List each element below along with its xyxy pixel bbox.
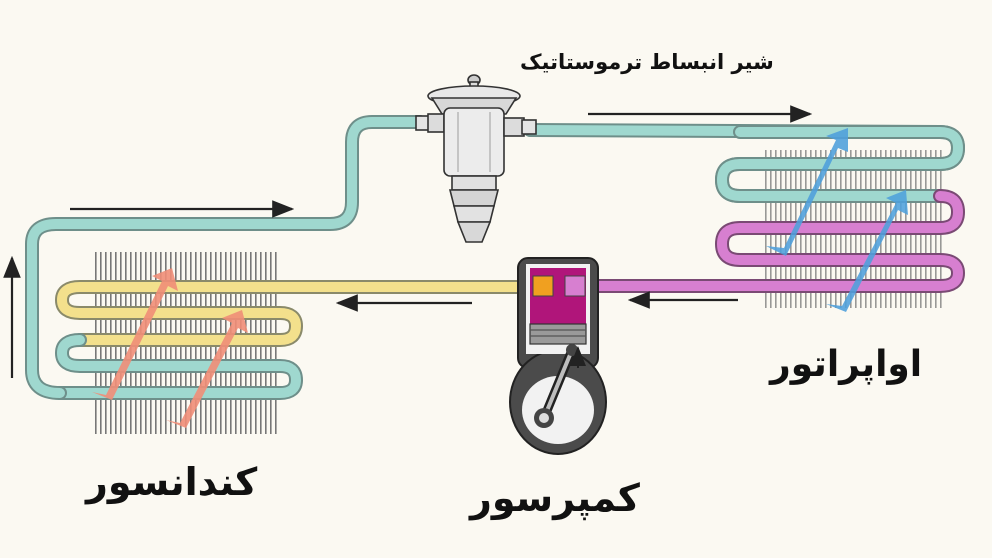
condenser-label: کندانسور xyxy=(86,460,258,504)
air-arrow xyxy=(826,190,908,312)
liquid-line xyxy=(25,115,427,400)
compressor xyxy=(509,257,607,455)
piston xyxy=(529,323,587,345)
condenser-airflow-arrows xyxy=(92,268,248,428)
air-arrow xyxy=(766,128,848,256)
condenser-coil-liquid xyxy=(53,333,303,400)
thermostatic-expansion-valve xyxy=(415,74,537,243)
evaporator xyxy=(583,125,965,312)
condenser-coil-hot-gas xyxy=(55,280,547,347)
condenser xyxy=(53,252,547,434)
evaporator-label: اواپراتور xyxy=(770,344,923,385)
air-arrow xyxy=(92,268,178,400)
compressor-label: کمپرسور xyxy=(470,476,640,520)
expansion-valve-label: شیر انبساط ترموستاتیک xyxy=(520,50,774,74)
flow-direction-arrows xyxy=(3,105,813,378)
air-arrow xyxy=(166,310,248,428)
evaporator-coil-suction xyxy=(583,189,965,293)
suction-valve xyxy=(564,275,586,297)
evaporator-airflow-arrows xyxy=(766,128,908,312)
discharge-valve xyxy=(532,275,554,297)
